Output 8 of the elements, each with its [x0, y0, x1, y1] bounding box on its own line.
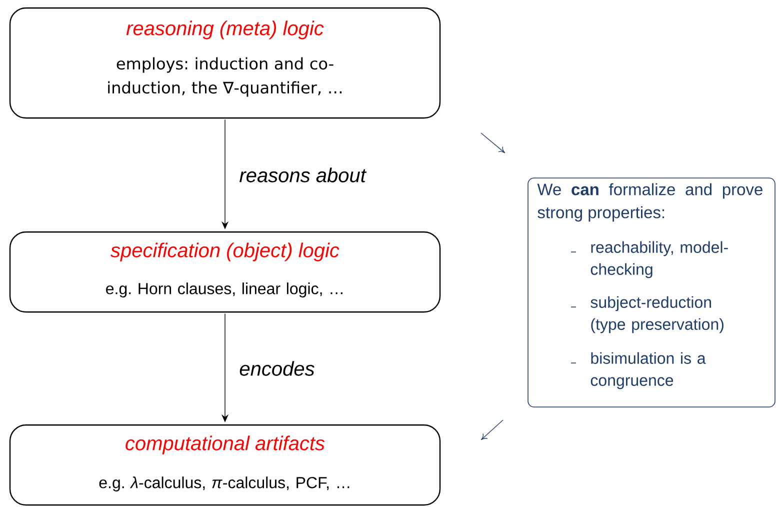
list-item: reachability, model-checking [590, 241, 728, 278]
logic-box: reasoning (meta) logic employs: induction and co-induction, the ∇-quantifier, … [9, 7, 441, 119]
list-item: bisimulation is a congruence [590, 352, 706, 390]
list-item: subject-reduction (type preservation) [590, 296, 724, 334]
logic-box: computational artifacts e.g. λ-calculus, π-calculus, PCF, … [9, 424, 441, 506]
edge-label: reasons about [238, 166, 367, 184]
logic-box: specification (object) logic e.g. Horn clauses, linear logic, … [9, 231, 441, 313]
edge-label: encodes [238, 360, 316, 377]
